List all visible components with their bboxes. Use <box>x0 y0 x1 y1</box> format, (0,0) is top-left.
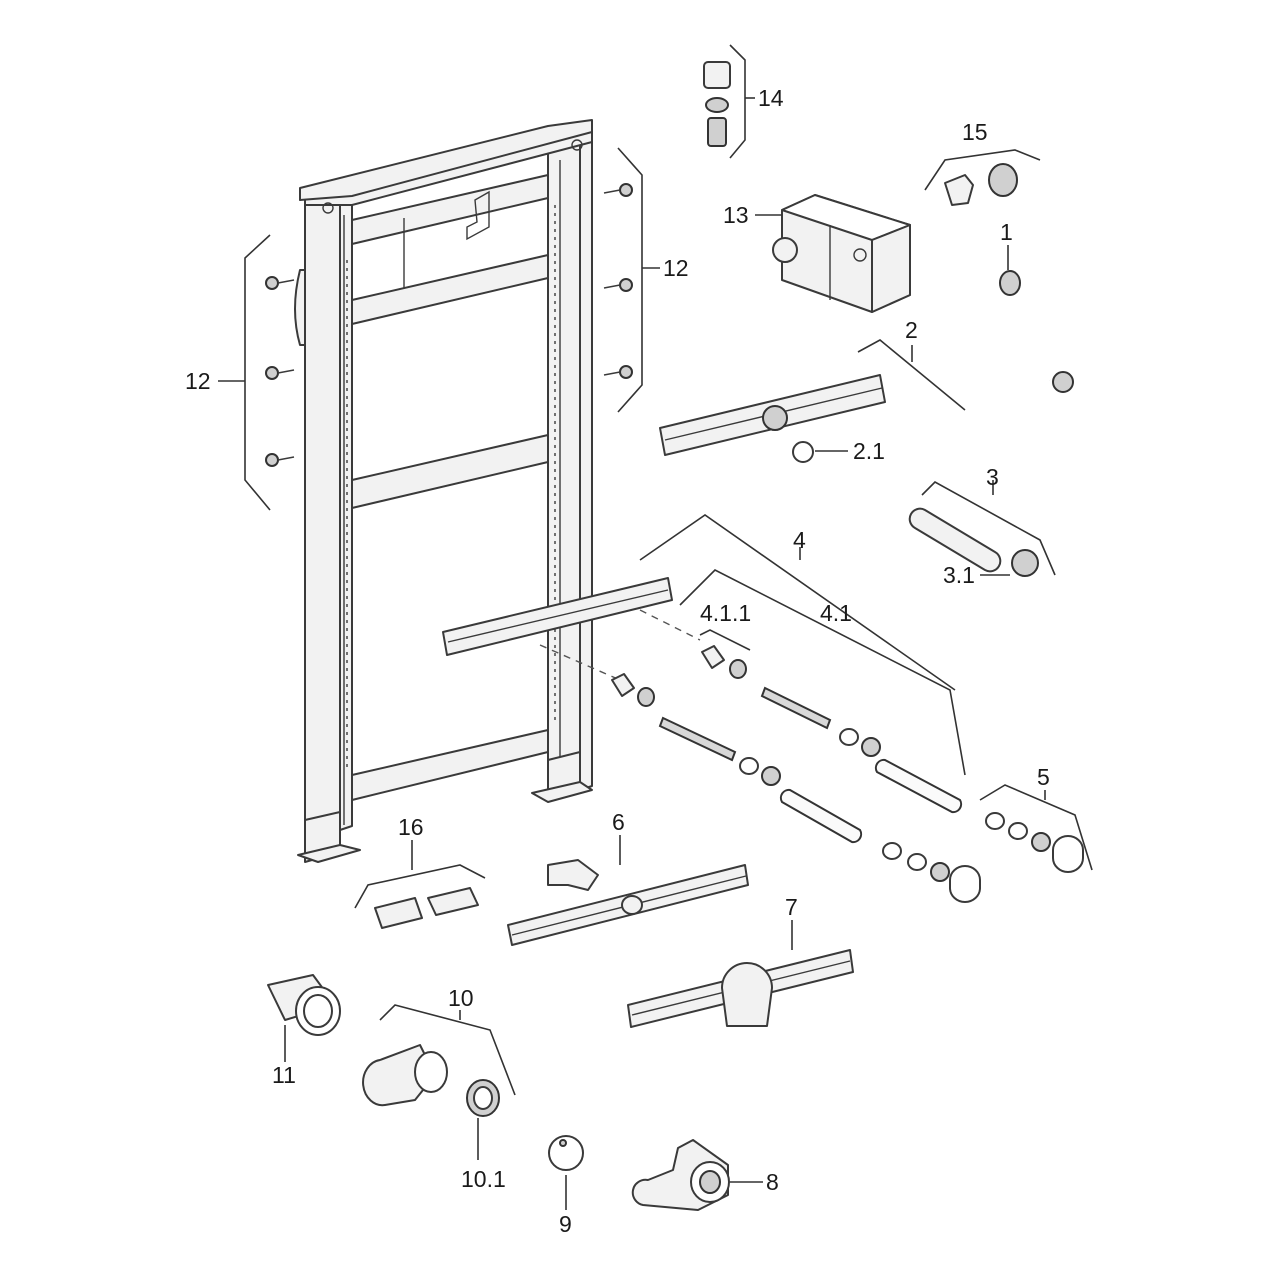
callout-4: 4 <box>793 527 806 553</box>
callout-10: 10 <box>448 985 474 1011</box>
elbow-10 <box>362 1044 500 1117</box>
bracket-12-left <box>244 234 271 511</box>
callout-9: 9 <box>559 1211 572 1237</box>
callout-5: 5 <box>1037 764 1050 790</box>
cap-9 <box>548 1135 584 1171</box>
box-13 <box>772 194 911 313</box>
bracket-12-right <box>617 147 643 413</box>
callout-2: 2 <box>905 317 918 343</box>
screws-left <box>265 276 295 467</box>
callout-14: 14 <box>758 85 784 111</box>
callout-7: 7 <box>785 894 798 920</box>
fitting-14 <box>703 61 731 147</box>
callout-4-1: 4.1 <box>820 600 852 626</box>
callout-3: 3 <box>986 464 999 490</box>
callout-13: 13 <box>723 202 749 228</box>
callout-4-1-1: 4.1.1 <box>700 600 751 626</box>
mounting-frame <box>294 119 593 863</box>
callout-6: 6 <box>612 809 625 835</box>
rail-7 <box>627 949 854 1028</box>
callout-12-left: 12 <box>185 368 211 394</box>
pipe-3 <box>908 507 1039 577</box>
seal-2-1 <box>792 441 814 463</box>
connectors-15 <box>944 163 1018 206</box>
rail-4 <box>442 577 673 656</box>
screws-right <box>603 183 633 379</box>
trap-8 <box>631 1139 730 1211</box>
callout-16: 16 <box>398 814 424 840</box>
callout-12-right: 12 <box>663 255 689 281</box>
callout-1: 1 <box>1000 219 1013 245</box>
rods-4 <box>611 645 981 903</box>
callout-15: 15 <box>962 119 988 145</box>
hose-1 <box>961 270 1074 393</box>
set-5 <box>985 812 1084 873</box>
rail-6 <box>507 859 749 946</box>
callout-8: 8 <box>766 1169 779 1195</box>
callout-2-1: 2.1 <box>853 438 885 464</box>
sleeve-11 <box>267 974 341 1036</box>
clips-16 <box>374 887 479 929</box>
callout-3-1: 3.1 <box>943 562 975 588</box>
rail-2 <box>659 374 886 456</box>
callout-10-1: 10.1 <box>461 1166 506 1192</box>
callout-11: 11 <box>272 1062 296 1088</box>
